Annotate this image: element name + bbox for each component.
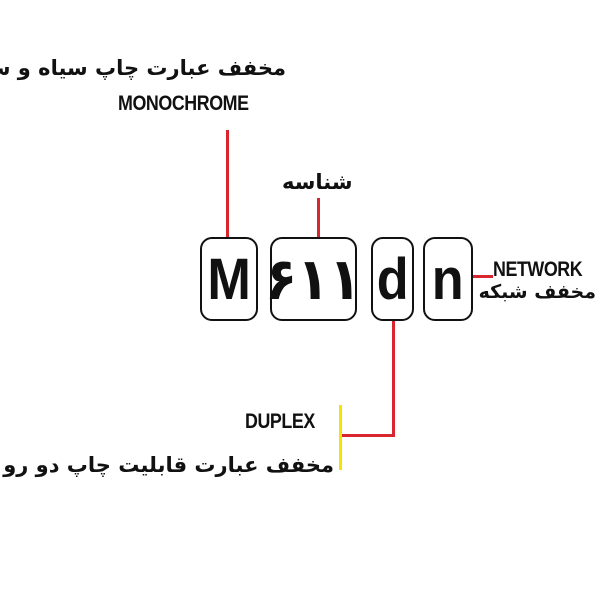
model-id-label: شناسه — [282, 170, 353, 194]
model-number: ۶۱۱ — [265, 245, 362, 313]
monochrome-english-label: MONOCHROME — [118, 92, 249, 115]
network-persian-label: مخفف شبکه — [478, 281, 596, 303]
letter-d: d — [376, 246, 409, 312]
duplex-english-label: DUPLEX — [245, 410, 315, 433]
duplex-connector-vertical — [392, 321, 395, 437]
letter-box-d: d — [371, 237, 414, 321]
duplex-persian-label: مخفف عبارت قابلیت چاپ دو رو — [3, 453, 334, 477]
duplex-accent-bar — [339, 405, 342, 470]
letter-n: n — [432, 246, 464, 312]
network-english-label: NETWORK — [493, 258, 583, 281]
letter-box-n: n — [423, 237, 473, 321]
monochrome-persian-label: مخفف عبارت چاپ سیاه و سفید — [0, 56, 286, 80]
model-id-connector — [317, 198, 320, 238]
monochrome-connector — [226, 130, 229, 238]
network-connector — [473, 275, 493, 278]
letter-box-m: M — [200, 237, 258, 321]
model-number-box: ۶۱۱ — [266, 237, 361, 321]
letter-m: M — [207, 246, 251, 312]
duplex-connector-horizontal — [341, 434, 395, 437]
